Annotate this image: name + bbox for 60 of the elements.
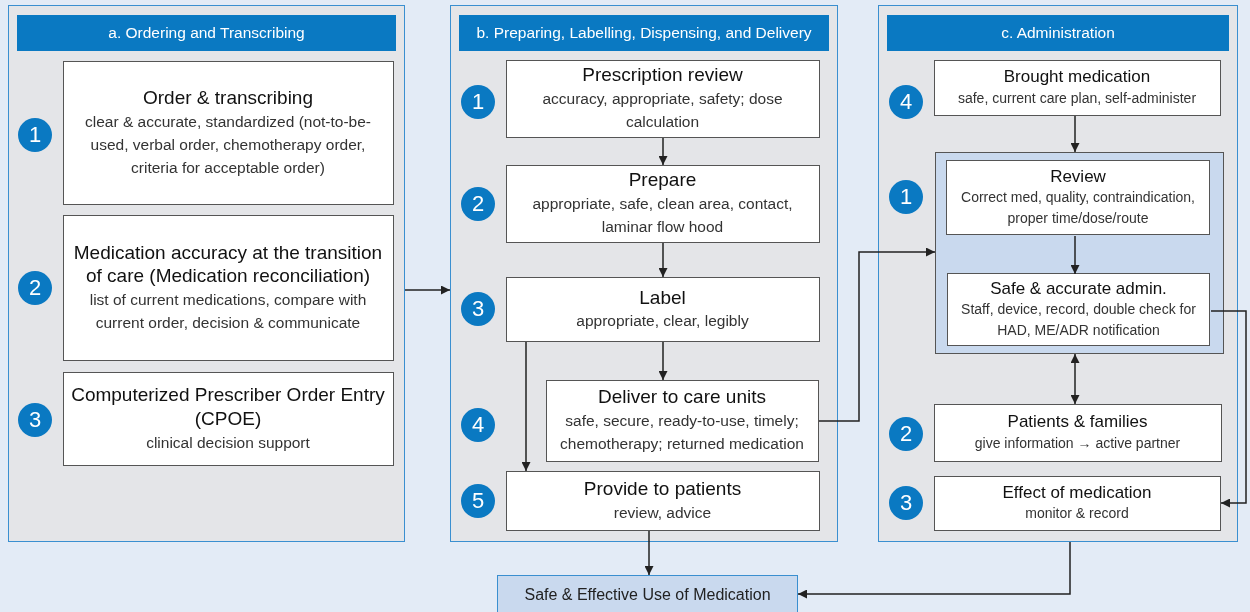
process-box [505, 276, 820, 342]
arrow [1070, 353, 1080, 405]
arrow [797, 541, 1071, 599]
step-description: safe, secure, ready-to-use, timely; chemotherapy; returned medication [559, 411, 805, 455]
arrow [404, 285, 451, 295]
section-header: a. Ordering and Transcribing [17, 15, 396, 51]
process-box [62, 60, 394, 205]
step-title: Review [1050, 165, 1106, 188]
step-title: Order & transcribing [143, 85, 313, 110]
process-box [933, 59, 1221, 116]
step-title: Patients & families [1007, 411, 1148, 433]
step-description: review, advice [613, 502, 712, 523]
process-box [947, 273, 1210, 346]
process-box [505, 59, 820, 138]
arrow [644, 530, 654, 576]
step-description: clear & accurate, standardized (not-to-be-used, verbal order, chemotherapy order, criteria for acceptable order) [84, 111, 372, 178]
step-description: clinical decision support [146, 432, 310, 453]
step-description: appropriate, safe, clean area, contact, laminar flow hood [531, 194, 794, 238]
step-title: Brought medication [1003, 66, 1151, 88]
process-box [946, 160, 1210, 235]
step-title: Computerized Prescriber Order Entry (CPOE) [70, 383, 386, 431]
arrow [1210, 310, 1247, 508]
arrow [658, 341, 668, 381]
section-header: c. Administration [887, 15, 1229, 51]
group-box [934, 151, 1224, 354]
step-description: accuracy, appropriate, safety; dose calculation [541, 89, 784, 133]
step-description: safe, current care plan, self-administer [957, 88, 1197, 108]
step-description: appropriate, clear, legibly [576, 311, 749, 332]
arrow [818, 247, 936, 422]
arrow [658, 242, 668, 278]
process-box [505, 164, 820, 243]
step-title: Deliver to care units [598, 385, 766, 410]
step-description: Staff, device, record, double check for HAD, ME/ADR notification [960, 300, 1197, 341]
step-description: give information → active partner [974, 433, 1181, 453]
step-title: Medication accuracy at the transition of care (Medication reconciliation) [72, 240, 384, 288]
arrow [1070, 115, 1080, 153]
outcome-box [497, 575, 798, 612]
step-description: monitor & record [1025, 504, 1129, 524]
process-box [505, 470, 820, 531]
section-header: b. Preparing, Labelling, Dispensing, and Delivery [459, 15, 829, 51]
step-title: Provide to patients [583, 477, 742, 501]
step-description: list of current medications, compare with current order, decision & communicate [88, 290, 368, 334]
process-box [62, 371, 394, 466]
step-title: Safe & accurate admin. [990, 277, 1167, 300]
section-panel [878, 5, 1238, 542]
process-box [933, 403, 1222, 462]
step-title: Effect of medication [1002, 481, 1152, 504]
arrow [1070, 235, 1080, 275]
step-description: Correct med, quality, contraindication, proper time/dose/route [960, 188, 1196, 229]
process-box [933, 475, 1221, 531]
outcome-text: Safe & Effective Use of Medication [524, 586, 771, 604]
step-title: Label [639, 285, 686, 310]
process-box [62, 214, 394, 361]
section-panel [450, 5, 838, 542]
step-title: Prescription review [582, 63, 743, 88]
process-box [545, 379, 819, 462]
section-panel [8, 5, 405, 542]
step-title: Prepare [628, 168, 697, 193]
arrow [521, 341, 531, 472]
arrow [658, 137, 668, 166]
